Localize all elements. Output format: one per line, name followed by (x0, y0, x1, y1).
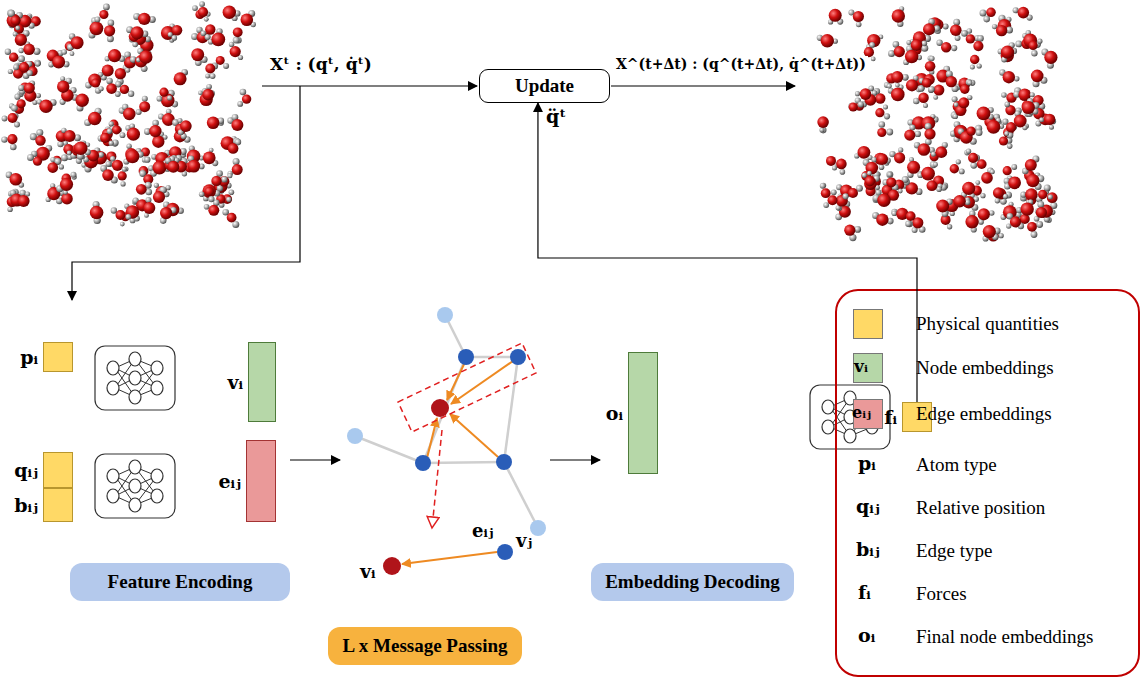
symbol-label: fᵢ (884, 406, 897, 428)
legend-symbol: oᵢ (858, 624, 875, 646)
legend-text: Relative position (916, 497, 1045, 519)
box-label: Embedding Decoding (605, 571, 780, 593)
legend-text: Forces (916, 583, 967, 605)
legend-text: Node embeddings (916, 357, 1054, 379)
box-label: L x Message Passing (342, 635, 507, 657)
quantity-box: pᵢ (43, 342, 73, 372)
quantity-box: bᵢⱼ (43, 488, 73, 522)
symbol-label: bᵢⱼ (14, 494, 38, 516)
legend-symbol: qᵢⱼ (856, 495, 880, 517)
legend-text: Final node embeddings (916, 626, 1093, 648)
swatch-label: eᵢⱼ (852, 403, 871, 422)
embedding-box: eᵢⱼ (246, 440, 276, 522)
feedback-arrow (538, 103, 917, 402)
graph-label: eᵢⱼ (472, 520, 493, 541)
symbol-label: oᵢ (606, 402, 623, 424)
legend-symbol: pᵢ (858, 452, 876, 474)
legend-symbol: fᵢ (858, 581, 871, 603)
box-label: Update (515, 75, 574, 97)
legend-symbol: bᵢⱼ (856, 538, 880, 560)
symbol-label: qᵢⱼ (14, 459, 38, 481)
swatch-label: vᵢ (854, 356, 868, 376)
stage-band: Feature Encoding (70, 563, 290, 601)
legend-swatch (853, 309, 883, 339)
stage-band: Embedding Decoding (591, 563, 794, 601)
legend-text: Edge embeddings (916, 403, 1052, 425)
state-label: X^(t+Δt) : (q^(t+Δt), q̇^(t+Δt)) (614, 56, 868, 72)
graph-label: vᵢ (360, 560, 376, 582)
stage-band: L x Message Passing (328, 627, 522, 665)
legend-text: Edge type (916, 540, 993, 562)
quantity-box: qᵢⱼ (43, 452, 73, 488)
embedding-box: vᵢ (248, 342, 276, 422)
process-box: Update (479, 69, 610, 103)
symbol-label: vᵢ (227, 371, 243, 393)
graph-label: vⱼ (516, 530, 532, 551)
state-label: Xᵗ : (qᵗ, q̇ᵗ) (268, 54, 374, 74)
embedding-box: oᵢ (628, 352, 658, 474)
legend-text: Physical quantities (916, 313, 1059, 335)
legend-text: Atom type (916, 454, 997, 476)
symbol-label: eᵢⱼ (218, 470, 241, 492)
box-label: Feature Encoding (108, 571, 253, 593)
edge-label: q̈ᵗ (544, 105, 568, 127)
symbol-label: pᵢ (20, 346, 38, 368)
